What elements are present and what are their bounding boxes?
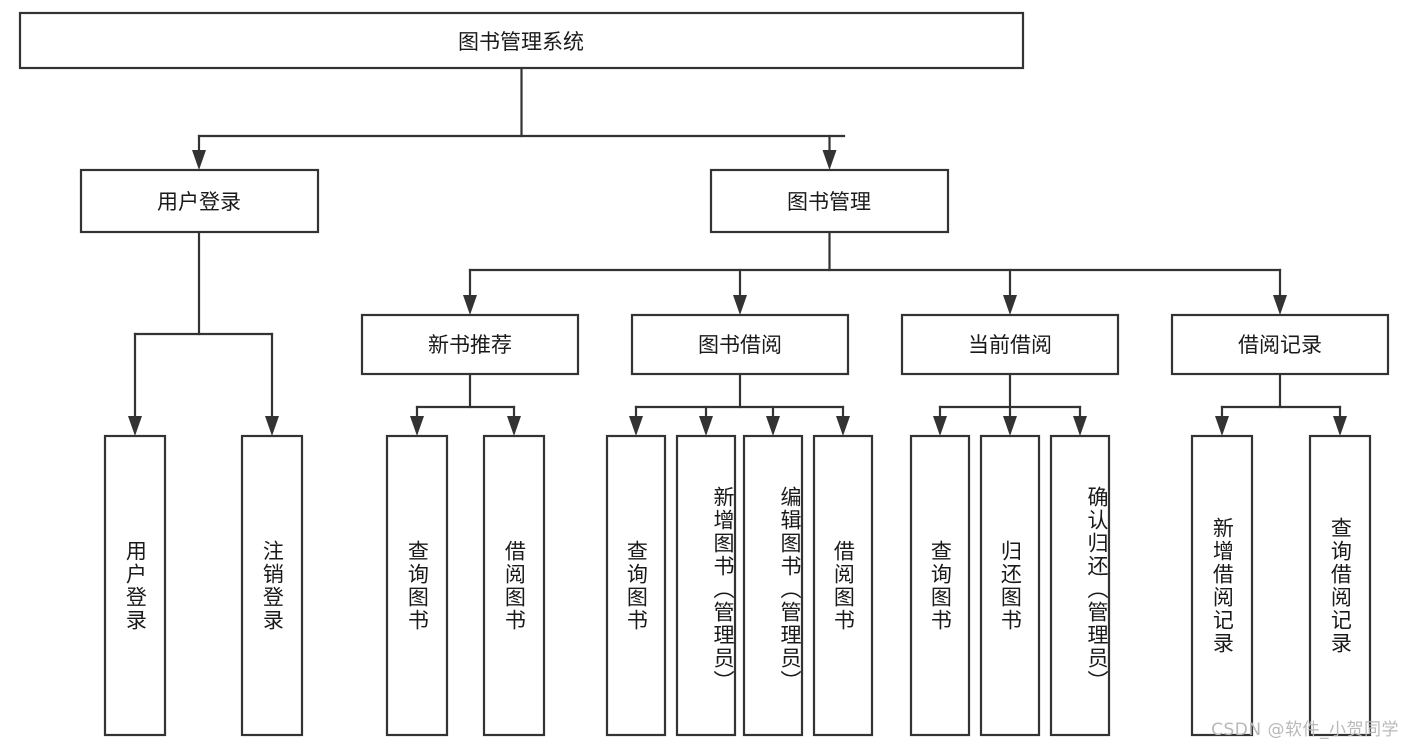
arrow-to-new-book-recommend	[463, 295, 477, 315]
arrow-leaf-borrow-add	[699, 416, 713, 436]
arrow-leaf-newbook-borrow	[507, 416, 521, 436]
leaf-box-record-add[interactable]	[1190, 434, 1254, 737]
leaf-box-borrow-add-book[interactable]	[675, 434, 737, 737]
node-box-user-login[interactable]	[79, 168, 320, 234]
node-box-book-manage[interactable]	[709, 168, 950, 234]
arrow-to-current-borrow	[1003, 295, 1017, 315]
label-current-borrow: 当前借阅	[968, 333, 1052, 357]
label-borrow-records: 借阅记录	[1238, 333, 1322, 357]
arrow-leaf-borrow-edit	[766, 416, 780, 436]
arrow-leaf-current-query	[933, 416, 947, 436]
leaf-box-logout[interactable]	[240, 434, 304, 737]
arrow-leaf-record-query	[1333, 416, 1347, 436]
arrow-leaf-record-add	[1215, 416, 1229, 436]
node-box-root[interactable]	[18, 11, 1025, 70]
leaf-box-borrow-query-book[interactable]	[605, 434, 667, 737]
arrow-to-book-borrow	[733, 295, 747, 315]
arrow-leaf-newbook-query	[410, 416, 424, 436]
node-box-borrow-records[interactable]	[1170, 313, 1390, 376]
arrow-to-borrow-records	[1273, 295, 1287, 315]
label-new-book-recommend: 新书推荐	[428, 333, 512, 357]
leaf-box-current-return-book[interactable]	[979, 434, 1041, 737]
arrow-leaf-user-login	[128, 416, 142, 436]
leaf-box-current-confirm-return[interactable]	[1049, 434, 1111, 737]
leaf-box-newbook-query-book[interactable]	[385, 434, 449, 737]
label-book-borrow: 图书借阅	[698, 333, 782, 357]
label-book-manage: 图书管理	[787, 190, 871, 214]
connectors-group	[128, 66, 1347, 436]
horizontal-labels-group: 图书管理系统 用户登录 图书管理 新书推荐 图书借阅 当前借阅 借阅记录	[157, 30, 1322, 357]
arrow-to-book-manage	[822, 150, 837, 170]
leaf-box-borrow-borrow-book[interactable]	[812, 434, 874, 737]
node-box-new-book-recommend[interactable]	[360, 313, 580, 376]
arrow-leaf-logout	[265, 416, 279, 436]
leaf-box-newbook-borrow-book[interactable]	[482, 434, 546, 737]
node-box-book-borrow[interactable]	[630, 313, 850, 376]
arrow-leaf-current-confirm	[1073, 416, 1087, 436]
leaf-box-user-login[interactable]	[103, 434, 167, 737]
label-user-login: 用户登录	[157, 190, 241, 214]
boxes-group	[18, 11, 1390, 737]
node-box-current-borrow[interactable]	[900, 313, 1120, 376]
label-root: 图书管理系统	[458, 30, 584, 54]
csdn-watermark: CSDN @软件_小贺同学	[1211, 720, 1399, 740]
arrow-leaf-borrow-query	[629, 416, 643, 436]
leaf-box-current-query-book[interactable]	[909, 434, 971, 737]
arrow-to-user-login	[192, 150, 206, 170]
leaf-box-record-query[interactable]	[1308, 434, 1372, 737]
arrow-leaf-borrow-borrow	[836, 416, 850, 436]
leaf-box-borrow-edit-book[interactable]	[742, 434, 804, 737]
arrow-leaf-current-return	[1003, 416, 1017, 436]
